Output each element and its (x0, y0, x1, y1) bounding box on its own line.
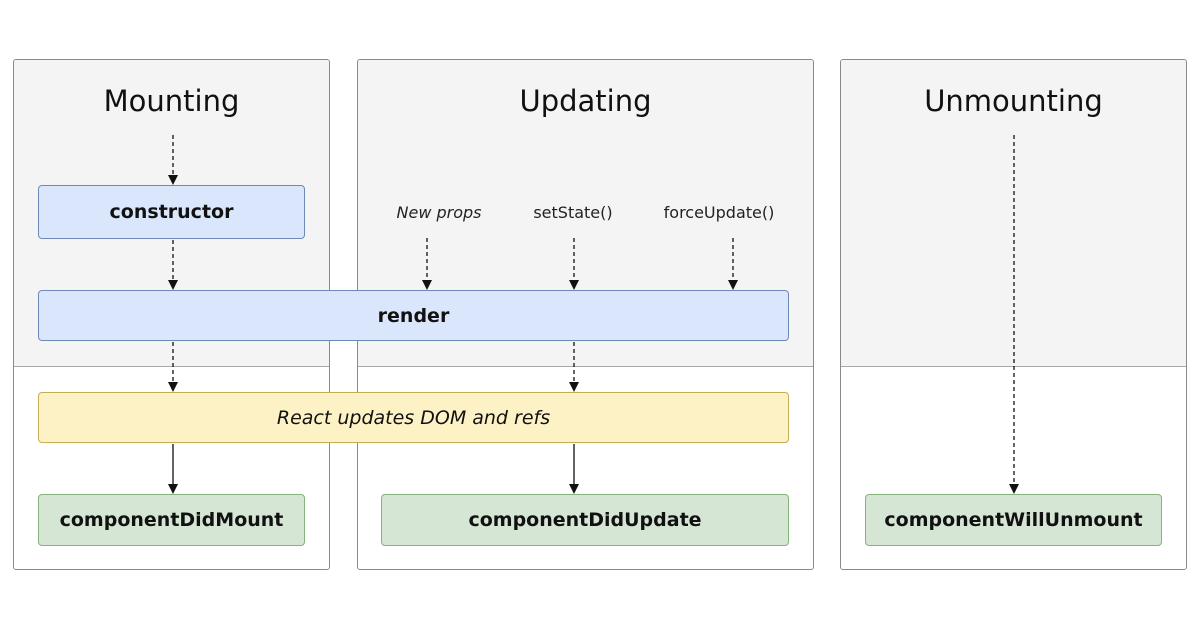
trigger-new-props: New props (396, 203, 482, 222)
constructor-box: constructor (38, 185, 305, 239)
component-will-unmount-box: componentWillUnmount (865, 494, 1162, 546)
trigger-set-state: setState() (533, 203, 613, 222)
dom-update-box: React updates DOM and refs (38, 392, 789, 443)
updating-title: Updating (519, 84, 652, 118)
mounting-title: Mounting (103, 84, 240, 118)
unmounting-title: Unmounting (924, 84, 1103, 118)
trigger-force-update: forceUpdate() (663, 203, 775, 222)
component-did-update-box: componentDidUpdate (381, 494, 789, 546)
render-box: render (38, 290, 789, 341)
component-did-mount-box: componentDidMount (38, 494, 305, 546)
